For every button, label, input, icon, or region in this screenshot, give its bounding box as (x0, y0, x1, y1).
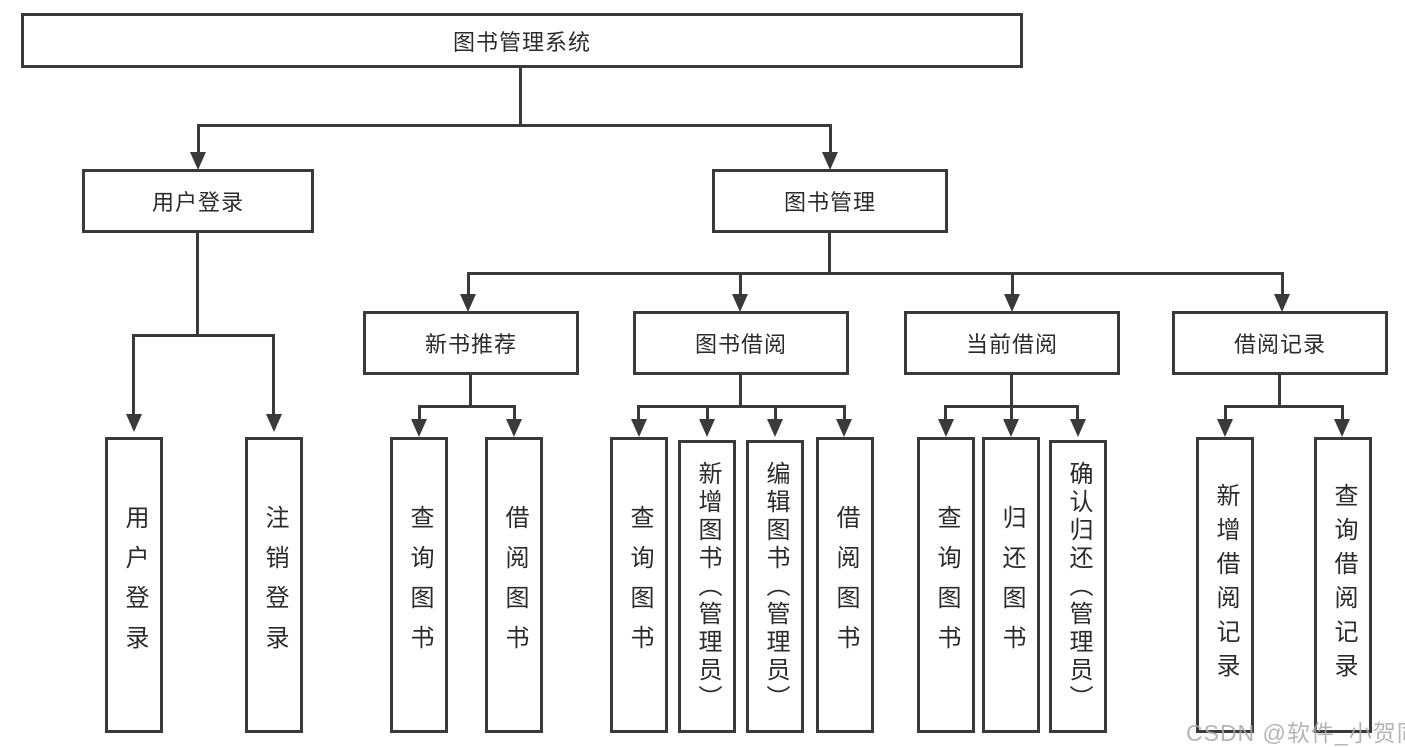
connector-hline (1224, 405, 1343, 408)
arrowhead-down-icon (1334, 419, 1350, 437)
node-user-login-label: 用户登录 (151, 190, 244, 215)
connector-vline (469, 375, 472, 408)
arrowhead-down-icon (1274, 294, 1290, 312)
leaf-edit-book-admin: 编辑图书（管理员） (746, 440, 804, 733)
arrowhead-down-icon (1217, 419, 1233, 437)
leaf-query-books-borrow-label: 查询图书 (626, 505, 653, 665)
arrowhead-down-icon (266, 414, 282, 432)
node-book-management-label: 图书管理 (783, 190, 876, 215)
connector-vline (132, 334, 135, 415)
connector-vline (1010, 375, 1013, 408)
arrowhead-down-icon (938, 419, 954, 437)
node-borrow-records-label: 借阅记录 (1233, 332, 1326, 357)
leaf-logout: 注销登录 (245, 437, 303, 733)
connector-vline (467, 272, 470, 296)
arrowhead-down-icon (631, 419, 647, 437)
leaf-user-login-label: 用户登录 (121, 505, 148, 665)
connector-vline (1224, 405, 1227, 420)
connector-vline (519, 68, 522, 126)
node-new-book-recommend-label: 新书推荐 (424, 332, 517, 357)
connector-hline (467, 272, 1283, 275)
connector-vline (1341, 405, 1344, 420)
arrowhead-down-icon (732, 294, 748, 312)
leaf-confirm-return-admin-label: 确认归还（管理员） (1065, 460, 1092, 713)
node-book-borrow-label: 图书借阅 (694, 332, 787, 357)
leaf-query-books-recommend: 查询图书 (390, 437, 448, 733)
leaf-user-login: 用户登录 (105, 437, 163, 733)
arrowhead-down-icon (836, 419, 852, 437)
leaf-confirm-return-admin: 确认归还（管理员） (1049, 440, 1107, 733)
leaf-borrow-books-recommend-label: 借阅图书 (501, 505, 528, 665)
connector-vline (272, 334, 275, 415)
leaf-add-book-admin-label: 新增图书（管理员） (694, 460, 721, 713)
connector-vline (843, 405, 846, 420)
arrowhead-down-icon (699, 419, 715, 437)
node-new-book-recommend: 新书推荐 (363, 311, 579, 375)
connector-vline (1281, 272, 1284, 296)
arrowhead-down-icon (411, 419, 427, 437)
connector-vline (418, 405, 421, 420)
connector-vline (196, 233, 199, 337)
arrowhead-down-icon (1003, 419, 1019, 437)
node-book-borrow: 图书借阅 (633, 311, 849, 375)
leaf-query-borrow-record-label: 查询借阅记录 (1330, 483, 1357, 687)
arrowhead-down-icon (1070, 419, 1086, 437)
leaf-add-book-admin: 新增图书（管理员） (678, 440, 736, 733)
connector-vline (739, 375, 742, 408)
connector-vline (1011, 272, 1014, 296)
connector-vline (637, 405, 640, 420)
connector-vline (197, 124, 200, 154)
watermark: CSDN @软件_小贺同学 (1186, 720, 1405, 746)
connector-vline (1010, 405, 1013, 420)
connector-vline (1076, 405, 1079, 420)
connector-vline (944, 405, 947, 420)
leaf-query-books-recommend-label: 查询图书 (406, 505, 433, 665)
leaf-query-books-current-label: 查询图书 (933, 505, 960, 665)
leaf-add-borrow-record: 新增借阅记录 (1196, 437, 1254, 733)
connector-vline (828, 233, 831, 275)
arrowhead-down-icon (190, 152, 206, 170)
leaf-borrow-books-recommend: 借阅图书 (485, 437, 543, 733)
leaf-edit-book-admin-label: 编辑图书（管理员） (762, 460, 789, 713)
leaf-return-book: 归还图书 (982, 437, 1040, 733)
arrowhead-down-icon (767, 419, 783, 437)
connector-hline (418, 405, 516, 408)
connector-vline (774, 405, 777, 420)
node-book-management: 图书管理 (712, 169, 948, 233)
node-root-label: 图书管理系统 (452, 29, 591, 55)
connector-vline (829, 124, 832, 154)
leaf-return-book-label: 归还图书 (998, 505, 1025, 665)
node-borrow-records: 借阅记录 (1172, 311, 1388, 375)
leaf-add-borrow-record-label: 新增借阅记录 (1212, 483, 1239, 687)
connector-vline (1278, 375, 1281, 408)
connector-vline (739, 272, 742, 296)
arrowhead-down-icon (126, 414, 142, 432)
leaf-borrow-books: 借阅图书 (816, 437, 874, 733)
node-current-borrow-label: 当前借阅 (965, 332, 1058, 357)
connector-vline (706, 405, 709, 420)
connector-hline (132, 334, 275, 337)
arrowhead-down-icon (460, 294, 476, 312)
leaf-logout-label: 注销登录 (261, 505, 288, 665)
arrowhead-down-icon (506, 419, 522, 437)
connector-vline (513, 405, 516, 420)
node-user-login: 用户登录 (82, 169, 314, 233)
leaf-borrow-books-label: 借阅图书 (832, 505, 859, 665)
connector-hline (197, 124, 831, 127)
arrowhead-down-icon (1004, 294, 1020, 312)
arrowhead-down-icon (822, 152, 838, 170)
leaf-query-borrow-record: 查询借阅记录 (1314, 437, 1372, 733)
leaf-query-books-borrow: 查询图书 (610, 437, 668, 733)
leaf-query-books-current: 查询图书 (917, 437, 975, 733)
node-root: 图书管理系统 (21, 13, 1023, 68)
connector-hline (637, 405, 845, 408)
node-current-borrow: 当前借阅 (904, 311, 1120, 375)
